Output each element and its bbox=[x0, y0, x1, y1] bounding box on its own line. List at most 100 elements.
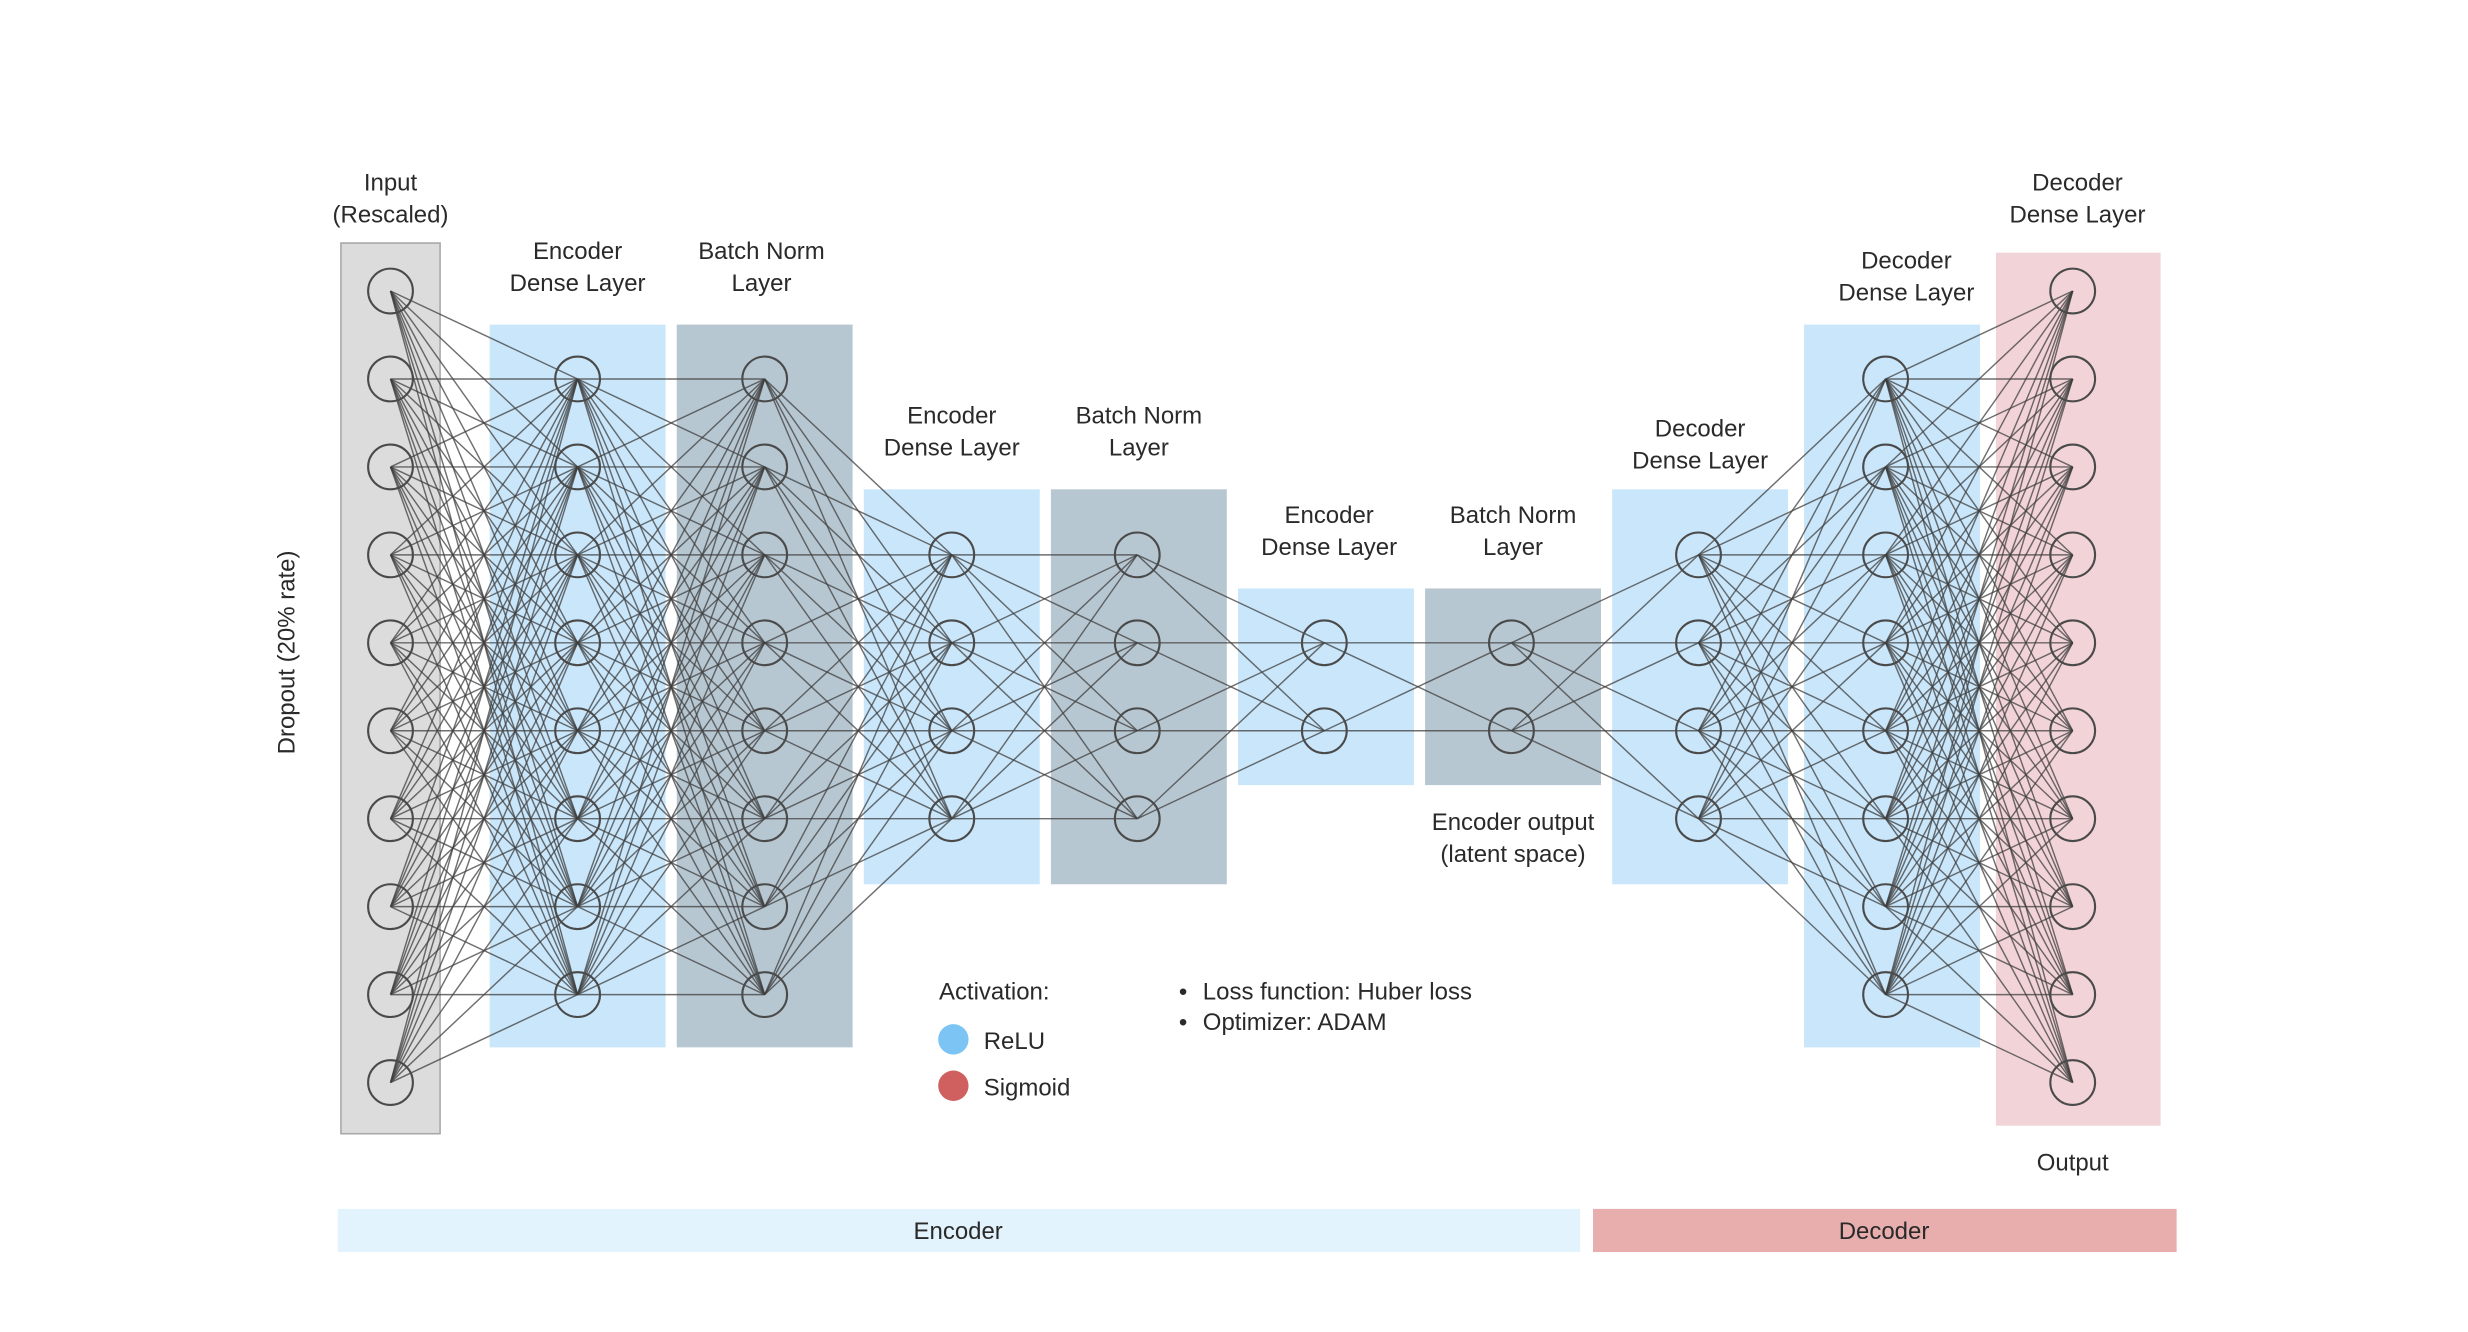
neuron-bn1-1 bbox=[741, 355, 789, 403]
neuron-enc2-4 bbox=[928, 795, 976, 843]
neuron-dec3-1 bbox=[2049, 267, 2097, 315]
neuron-input-9 bbox=[367, 971, 414, 1019]
edge-dec1-4-to-dec2-5 bbox=[1698, 730, 1886, 820]
neuron-enc2-1 bbox=[928, 531, 976, 579]
activation-legend: Activation: ReLU Sigmoid bbox=[938, 978, 1070, 1101]
relu-legend-label: ReLU bbox=[984, 1028, 1045, 1055]
edge-dec2-4-to-dec3-1 bbox=[1884, 290, 2074, 644]
layer-title-bn3-line1: Batch Norm bbox=[1450, 502, 1577, 529]
relu-swatch bbox=[938, 1024, 969, 1055]
neuron-dec3-3 bbox=[2049, 443, 2097, 491]
neuron-enc1-8 bbox=[554, 971, 602, 1019]
neuron-input-3 bbox=[367, 443, 414, 491]
neuron-dec2-8 bbox=[1862, 971, 1910, 1019]
neuron-dec1-2 bbox=[1675, 619, 1722, 667]
neuron-dec2-6 bbox=[1862, 795, 1910, 843]
edge-bn1-4-to-enc2-1 bbox=[764, 554, 953, 644]
edge-input-9-to-enc1-1 bbox=[389, 378, 579, 995]
layer-title-dec2-line1: Decoder bbox=[1861, 248, 1952, 275]
neuron-dec2-2 bbox=[1862, 443, 1910, 491]
neuron-input-1 bbox=[367, 267, 414, 315]
edge-bn1-6-to-enc2-1 bbox=[764, 554, 953, 820]
edge-dec2-8-to-dec3-6 bbox=[1885, 730, 2074, 996]
edge-input-3-to-enc1-1 bbox=[390, 378, 578, 468]
neuron-input-2 bbox=[367, 355, 414, 403]
neuron-bn3-1 bbox=[1488, 619, 1535, 667]
neuron-dec3-10 bbox=[2049, 1059, 2097, 1106]
encoder-dense-panel-3 bbox=[1237, 588, 1414, 786]
edge-input-6-to-enc1-1 bbox=[389, 378, 579, 732]
activation-legend-title: Activation: bbox=[939, 978, 1050, 1005]
input-title-line2: (Rescaled) bbox=[333, 201, 449, 228]
edge-dec1-3-to-dec2-1 bbox=[1697, 378, 1887, 732]
edge-dec2-8-to-dec3-2 bbox=[1884, 378, 2074, 995]
neuron-enc3-2 bbox=[1300, 707, 1348, 755]
edge-input-4-to-enc1-1 bbox=[390, 378, 579, 556]
layer-title-dec2-line2: Dense Layer bbox=[1838, 280, 1974, 307]
edge-enc2-2-to-bn2-1 bbox=[951, 554, 1138, 644]
edge-dec2-8-to-dec3-8 bbox=[1885, 906, 2074, 996]
edge-bn3-2-to-dec1-2 bbox=[1511, 642, 1699, 732]
edge-dec2-8-to-dec3-5 bbox=[1884, 642, 2074, 995]
neuron-dec2-7 bbox=[1862, 883, 1910, 931]
note-bullet-2: • bbox=[1179, 1009, 1187, 1036]
neuron-dec2-5 bbox=[1862, 707, 1910, 755]
neurons bbox=[367, 267, 2097, 1106]
neuron-dec2-1 bbox=[1862, 355, 1910, 403]
edge-enc1-8-to-bn1-5 bbox=[577, 730, 766, 996]
edge-dec1-2-to-dec2-1 bbox=[1697, 378, 1887, 644]
neuron-enc2-3 bbox=[928, 707, 976, 755]
edge-enc1-8-to-bn1-1 bbox=[576, 378, 766, 995]
edge-dec2-6-to-dec3-1 bbox=[1884, 290, 2074, 819]
neuron-enc1-3 bbox=[554, 531, 602, 579]
neuron-input-4 bbox=[367, 531, 414, 579]
edge-enc1-4-to-bn1-1 bbox=[577, 378, 766, 644]
decoder-section-bar bbox=[1592, 1208, 2177, 1253]
edge-input-8-to-enc1-1 bbox=[389, 378, 579, 907]
neuron-enc1-2 bbox=[554, 443, 602, 491]
neuron-dec3-6 bbox=[2049, 707, 2097, 755]
layer-title-bn2-line2: Layer bbox=[1109, 435, 1169, 462]
neuron-dec2-4 bbox=[1862, 619, 1910, 667]
neuron-dec3-7 bbox=[2049, 795, 2097, 843]
layer-title-enc2-line2: Dense Layer bbox=[884, 435, 1020, 462]
edge-input-5-to-enc1-1 bbox=[389, 378, 579, 644]
neuron-bn2-2 bbox=[1113, 619, 1161, 667]
neuron-enc3-1 bbox=[1300, 619, 1348, 667]
neuron-bn1-6 bbox=[741, 795, 789, 843]
encoder-section-bar bbox=[337, 1208, 1581, 1253]
layer-title-bn3-line2: Layer bbox=[1483, 534, 1543, 561]
layer-title-bn1-line1: Batch Norm bbox=[698, 238, 825, 265]
neuron-dec3-5 bbox=[2049, 619, 2097, 667]
edge-bn1-8-to-enc2-3 bbox=[764, 730, 953, 996]
edge-dec2-8-to-dec3-7 bbox=[1885, 818, 2074, 996]
neuron-dec3-8 bbox=[2049, 883, 2097, 931]
edge-bn1-7-to-enc2-1 bbox=[764, 554, 953, 907]
input-title-line1: Input bbox=[364, 169, 418, 196]
neuron-dec3-4 bbox=[2049, 531, 2097, 579]
edge-bn2-4-to-enc3-2 bbox=[1136, 730, 1325, 820]
neuron-bn2-3 bbox=[1113, 707, 1161, 755]
neuron-input-8 bbox=[367, 883, 414, 931]
edge-enc2-4-to-bn2-3 bbox=[951, 730, 1138, 820]
encoder-output-label-line1: Encoder output bbox=[1432, 809, 1595, 836]
neuron-input-6 bbox=[367, 707, 414, 755]
encoder-output-label-line2: (latent space) bbox=[1440, 841, 1585, 868]
neuron-bn2-1 bbox=[1113, 531, 1161, 579]
edge-dec1-4-to-dec2-7 bbox=[1698, 818, 1886, 908]
edge-dec1-4-to-dec2-3 bbox=[1697, 554, 1887, 820]
neuron-dec1-3 bbox=[1675, 707, 1722, 755]
layer-title-enc1-line1: Encoder bbox=[533, 238, 622, 265]
batch-norm-panel-1 bbox=[676, 324, 853, 1048]
edge-bn2-3-to-enc3-1 bbox=[1136, 642, 1325, 732]
neuron-bn1-8 bbox=[741, 971, 789, 1019]
edge-enc1-8-to-bn1-6 bbox=[577, 818, 766, 996]
neuron-bn1-4 bbox=[741, 619, 789, 667]
neuron-bn2-4 bbox=[1113, 795, 1161, 843]
neuron-dec3-9 bbox=[2049, 971, 2097, 1019]
edge-enc1-2-to-bn1-1 bbox=[577, 378, 765, 468]
neuron-enc2-2 bbox=[928, 619, 976, 667]
layer-title-enc2-line1: Encoder bbox=[907, 403, 996, 430]
neuron-enc1-1 bbox=[554, 355, 602, 403]
